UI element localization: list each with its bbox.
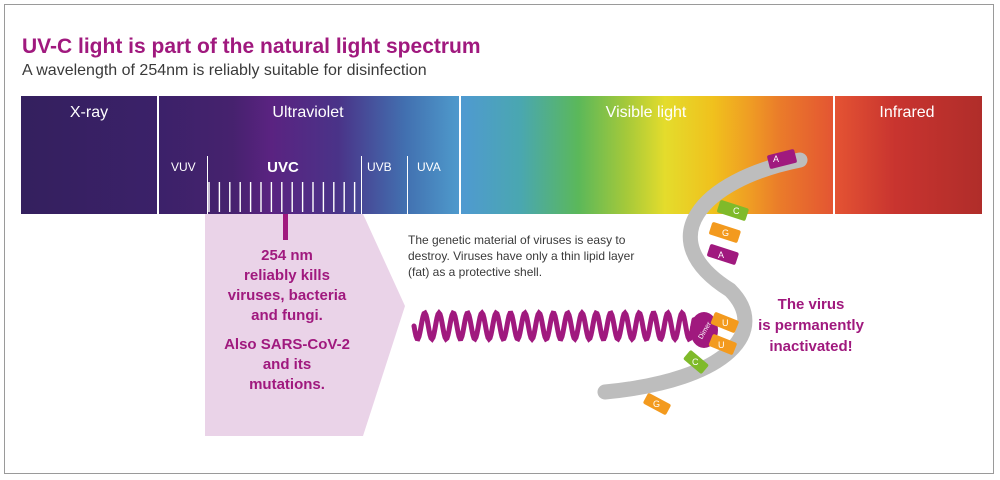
page-subtitle: A wavelength of 254nm is reliably suitab… — [22, 62, 427, 79]
band-label-infrared: Infrared — [879, 104, 935, 121]
callout-arrow-shape — [205, 214, 405, 436]
subband-label-uva: UVA — [417, 160, 441, 174]
callout-line: and its — [262, 356, 312, 373]
rna-base-u-first: U — [710, 312, 739, 333]
band-divider — [833, 96, 835, 214]
callout-line: reliably kills — [244, 267, 330, 284]
light-spectrum-bar: X-ray Ultraviolet Visible light Infrared… — [21, 96, 982, 214]
rna-base-g-upper: G — [709, 222, 741, 243]
subband-divider — [361, 156, 362, 214]
subband-divider — [407, 156, 408, 214]
subband-label-vuv: VUV — [171, 160, 196, 174]
uvc-callout-shape — [205, 214, 405, 436]
page-title: UV-C light is part of the natural light … — [22, 35, 481, 58]
callout-line: Also SARS-CoV-2 — [224, 336, 350, 353]
virus-description-text: The genetic material of viruses is easy … — [408, 233, 635, 279]
band-divider — [459, 96, 461, 214]
svg-text:C: C — [733, 206, 740, 216]
subband-label-uvb: UVB — [367, 160, 392, 174]
rna-base-a-middle: A — [707, 244, 739, 265]
band-divider — [157, 96, 159, 214]
rna-base-u-second: U — [708, 334, 737, 355]
result-line: The virus — [777, 296, 845, 313]
uvc-callout-text: 254 nm reliably kills viruses, bacteria … — [207, 246, 367, 404]
infographic-frame — [4, 4, 994, 474]
result-line: inactivated! — [769, 338, 853, 355]
band-label-xray: X-ray — [69, 104, 109, 121]
band-label-visible-light: Visible light — [605, 104, 687, 121]
callout-line: 254 nm — [261, 247, 313, 264]
254nm-marker-line — [283, 214, 288, 240]
svg-text:A: A — [718, 250, 724, 260]
svg-text:G: G — [722, 228, 729, 238]
rna-base-a-top: A — [767, 149, 797, 169]
rna-base-g-lower: G — [643, 393, 671, 415]
svg-text:C: C — [692, 357, 699, 367]
subband-divider — [207, 156, 208, 214]
callout-line: and fungi. — [251, 307, 323, 324]
result-line: is permanently — [758, 317, 864, 334]
callout-line: mutations. — [249, 376, 325, 393]
band-label-ultraviolet: Ultraviolet — [272, 104, 344, 121]
rna-base-c-lower: C — [683, 350, 709, 374]
virus-inactivated-text: The virus is permanently inactivated! — [752, 294, 882, 357]
svg-text:A: A — [773, 154, 779, 164]
svg-text:U: U — [718, 340, 725, 350]
svg-text:U: U — [722, 318, 729, 328]
rna-strand-icon — [597, 152, 808, 400]
subband-label-uvc: UVC — [267, 159, 299, 176]
uv-wave-icon — [411, 309, 697, 343]
rna-base-c-upper: C — [717, 200, 749, 221]
callout-line: viruses, bacteria — [227, 287, 347, 304]
svg-text:G: G — [653, 399, 660, 409]
